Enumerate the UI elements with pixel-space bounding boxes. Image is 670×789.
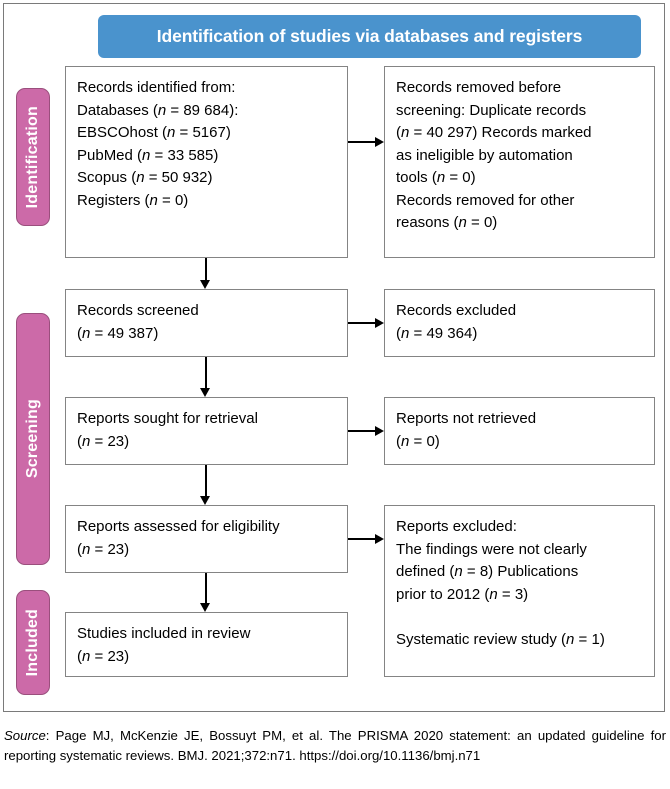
box-line: (n = 0) [396, 432, 440, 450]
reports-sought-box: Reports sought for retrieval (n = 23) [65, 397, 348, 465]
stage-label-included: Included [16, 590, 50, 695]
connector-identified-to-removed [348, 141, 376, 143]
box-line: Records removed before [396, 79, 562, 96]
box-line: The findings were not clearly [396, 540, 587, 558]
records-excluded-box: Records excluded (n = 49 364) [384, 289, 655, 357]
box-line: Reports sought for retrieval [77, 410, 258, 427]
box-line: Registers (n = 0) [77, 191, 189, 209]
stage-label-identification-text: Identification [24, 105, 41, 209]
records-screened-box: Records screened (n = 49 387) [65, 289, 348, 357]
arrowhead-down-icon [200, 388, 210, 397]
box-line: Studies included in review [77, 625, 251, 642]
source-label: Source [4, 728, 46, 743]
identification-banner: Identification of studies via databases … [98, 15, 641, 58]
arrowhead-down-icon [200, 496, 210, 505]
reports-assessed-box: Reports assessed for eligibility (n = 23… [65, 505, 348, 573]
arrowhead-right-icon [375, 318, 384, 328]
box-line: EBSCOhost (n = 5167) [77, 124, 231, 141]
stage-label-included-text: Included [24, 608, 41, 677]
connector-screened-to-excluded [348, 322, 376, 324]
stage-label-identification: Identification [16, 88, 50, 226]
box-line: PubMed (n = 33 585) [77, 146, 219, 164]
arrowhead-right-icon [375, 137, 384, 147]
box-line: Systematic review study (n = 1) [396, 630, 605, 648]
box-line: screening: Duplicate records [396, 101, 587, 119]
box-line: (n = 49 387) [77, 324, 159, 342]
source-text: : Page MJ, McKenzie JE, Bossuyt PM, et a… [4, 728, 666, 763]
stage-label-screening: Screening [16, 313, 50, 565]
box-line: Databases (n = 89 684): [77, 101, 239, 119]
records-identified-box: Records identified from: Databases (n = … [65, 66, 348, 258]
connector-screened-to-sought [205, 357, 207, 388]
box-line: Reports not retrieved [396, 410, 537, 427]
box-line: Reports excluded: [396, 518, 517, 535]
box-line: Reports assessed for eligibility [77, 518, 280, 535]
arrowhead-right-icon [375, 534, 384, 544]
box-line: Records removed for other [396, 191, 575, 209]
box-line: prior to 2012 (n = 3) [396, 585, 529, 603]
connector-sought-to-notretrieved [348, 430, 376, 432]
box-line: reasons (n = 0) [396, 214, 498, 231]
box-line: Records excluded [396, 302, 517, 319]
box-line: as ineligible by automation [396, 146, 573, 164]
studies-included-box: Studies included in review (n = 23) [65, 612, 348, 677]
records-removed-box: Records removed before screening: Duplic… [384, 66, 655, 258]
box-line: tools (n = 0) [396, 169, 476, 186]
stage-label-screening-text: Screening [24, 399, 41, 479]
banner-title: Identification of studies via databases … [156, 26, 583, 46]
connector-identified-to-screened [205, 258, 207, 280]
box-line: (n = 23) [77, 540, 130, 558]
box-line: (n = 40 297) Records marked [396, 124, 592, 141]
box-line: Records identified from: [77, 79, 236, 96]
reports-not-retrieved-box: Reports not retrieved (n = 0) [384, 397, 655, 465]
box-line: Records screened [77, 302, 199, 319]
connector-assessed-to-included [205, 573, 207, 603]
connector-assessed-to-excluded [348, 538, 376, 540]
box-line: (n = 23) [77, 432, 130, 450]
source-citation: Source: Page MJ, McKenzie JE, Bossuyt PM… [4, 726, 666, 765]
box-line: defined (n = 8) Publications [396, 563, 579, 580]
arrowhead-down-icon [200, 603, 210, 612]
box-line: Scopus (n = 50 932) [77, 169, 213, 186]
arrowhead-right-icon [375, 426, 384, 436]
reports-excluded-box: Reports excluded: The findings were not … [384, 505, 655, 677]
box-line: (n = 23) [77, 647, 130, 665]
arrowhead-down-icon [200, 280, 210, 289]
box-line: (n = 49 364) [396, 324, 478, 342]
connector-sought-to-assessed [205, 465, 207, 496]
box-line-spacer [396, 606, 643, 629]
